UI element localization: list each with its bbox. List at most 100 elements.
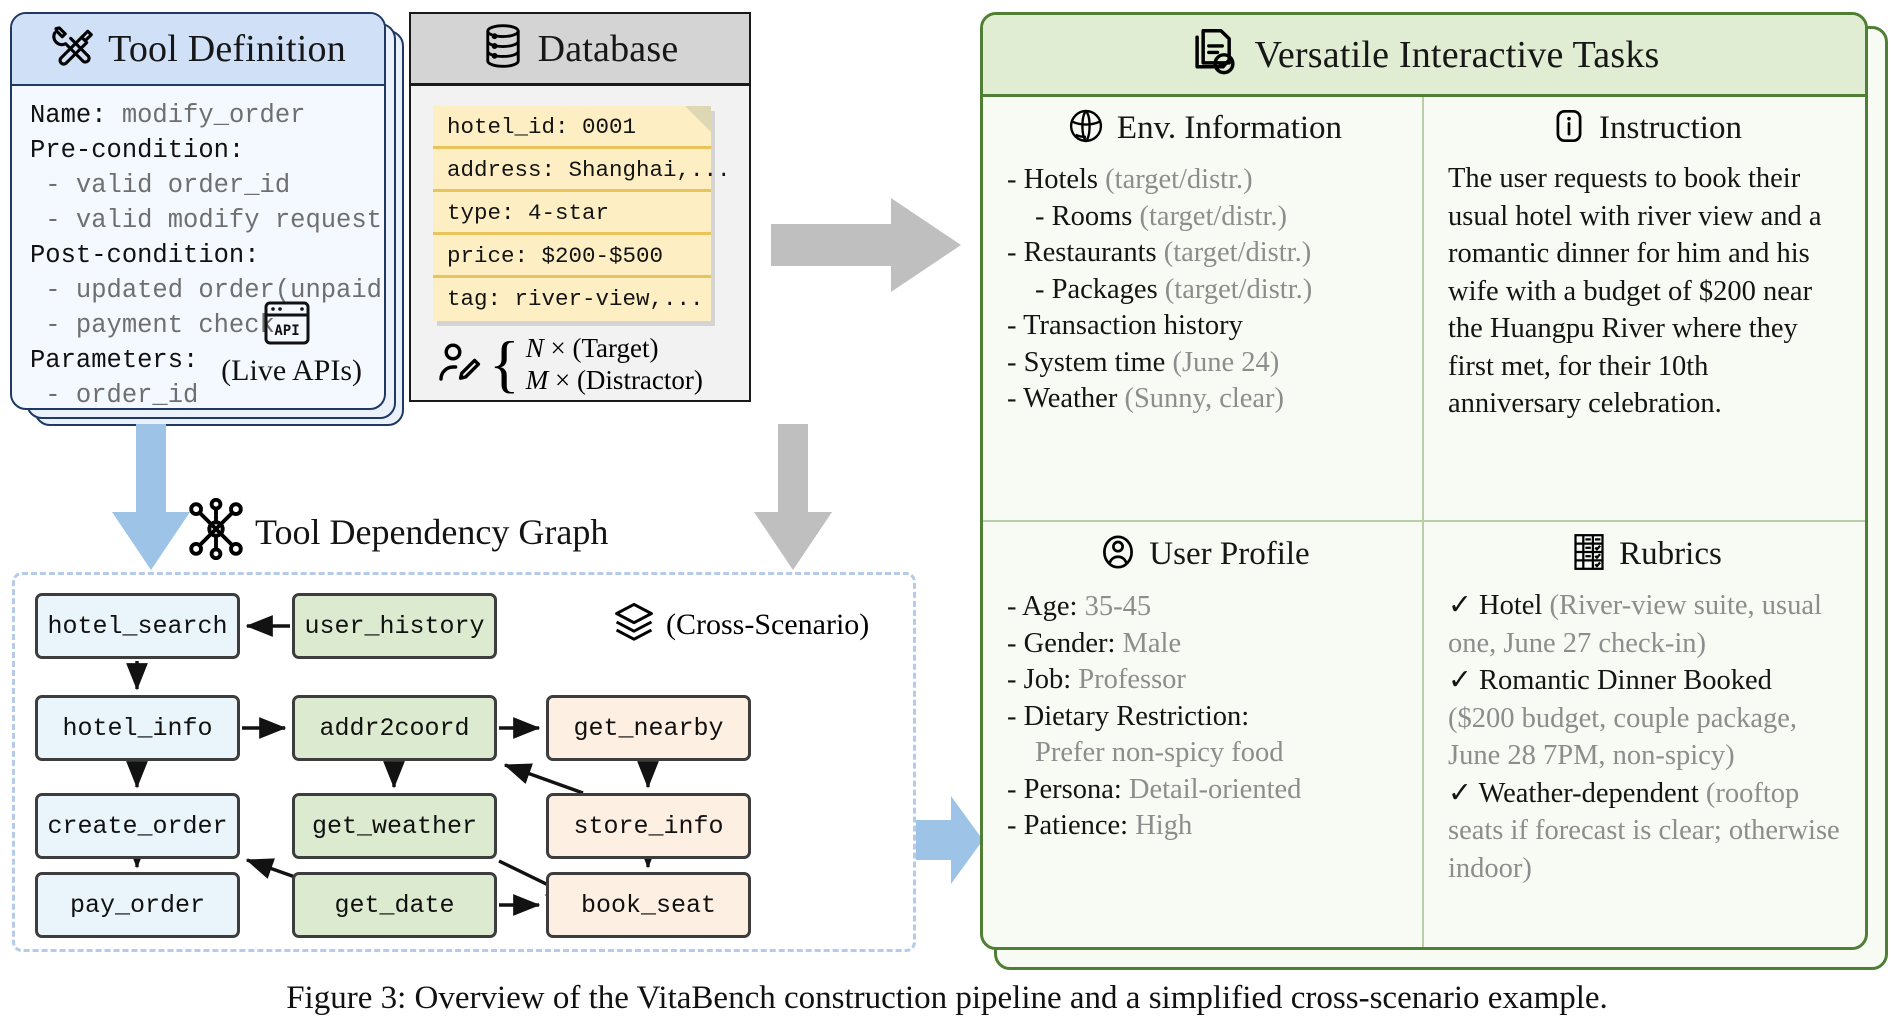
instruction-quadrant: Instruction The user requests to book th…: [1424, 97, 1865, 522]
profile-item-dietary-value: Prefer non-spicy food: [1035, 737, 1284, 768]
graph-node-book-seat[interactable]: book_seat: [546, 872, 751, 938]
node-label: get_nearby: [573, 713, 724, 743]
graph-node-get-nearby[interactable]: get_nearby: [546, 695, 751, 761]
tasks-title: Versatile Interactive Tasks: [1254, 33, 1660, 76]
tool-definition-title: Tool Definition: [108, 28, 346, 70]
db-distractor-line: M × (Distractor): [525, 365, 703, 395]
node-label: hotel_search: [47, 611, 228, 641]
node-label: create_order: [47, 811, 228, 841]
user-profile-title: User Profile: [1149, 536, 1310, 572]
graph-node-get-weather[interactable]: get_weather: [292, 793, 497, 859]
db-row-price: price: $200-$500: [433, 235, 711, 278]
globe-icon: [1067, 107, 1105, 150]
profile-item-age: - Age: 35-45: [1007, 591, 1152, 622]
database-card: Database hotel_id: 0001 address: Shangha…: [409, 12, 751, 402]
note-fold-corner: [685, 106, 711, 132]
instruction-header: Instruction: [1448, 107, 1845, 150]
profile-item-patience: - Patience: High: [1007, 810, 1193, 841]
versatile-interactive-tasks-card: Versatile Interactive Tasks Env. Informa…: [980, 12, 1868, 950]
profile-item-dietary-restriction: - Dietary Restriction:: [1007, 700, 1250, 732]
info-icon: [1551, 107, 1587, 150]
database-record-note: hotel_id: 0001 address: Shanghai,... typ…: [433, 106, 731, 321]
node-label: store_info: [573, 811, 724, 841]
env-item-packages: - Packages (target/distr.): [1035, 273, 1313, 305]
database-multiplicity: { N × (Target) M × (Distractor): [435, 332, 703, 396]
env-item-system-time: - System time (June 24): [1007, 346, 1280, 378]
graph-icon: [185, 497, 247, 565]
rubric-item-dinner: ✓ Romantic Dinner Booked ($200 budget, c…: [1448, 665, 1797, 771]
db-row-type: type: 4-star: [433, 192, 711, 235]
env-information-title: Env. Information: [1116, 110, 1343, 146]
graph-node-addr2coord[interactable]: addr2coord: [292, 695, 497, 761]
node-label: addr2coord: [319, 713, 470, 743]
tool-def-line-valid-order-id: - valid order_id: [30, 171, 291, 200]
env-item-restaurants: - Restaurants (target/distr.): [1007, 237, 1312, 268]
tool-def-line-order-id: - order_id: [30, 381, 199, 410]
cross-scenario-label: (Cross-Scenario): [666, 607, 870, 641]
arrow-database-to-graph: [750, 424, 836, 579]
node-label: user_history: [304, 611, 485, 641]
checklist-icon: [1571, 532, 1607, 577]
tool-definition-header: Tool Definition: [12, 14, 384, 86]
graph-node-store-info[interactable]: store_info: [546, 793, 751, 859]
tools-icon: [50, 25, 94, 74]
tool-def-line-postcondition: Post-condition:: [30, 241, 260, 270]
rubric-item-weather: ✓ Weather-dependent (rooftop seats if fo…: [1448, 777, 1840, 884]
env-item-rooms: - Rooms (target/distr.): [1035, 200, 1287, 232]
user-profile-quadrant: User Profile - Age: 35-45 - Gender: Male…: [983, 522, 1424, 947]
tasks-icon: [1188, 26, 1240, 83]
cross-scenario-legend: (Cross-Scenario): [612, 600, 869, 649]
tool-dependency-graph-title-row: Tool Dependency Graph: [185, 497, 609, 565]
node-label: hotel_info: [62, 713, 213, 743]
node-label: get_weather: [311, 811, 478, 841]
profile-item-gender: - Gender: Male: [1007, 627, 1182, 659]
graph-node-hotel-info[interactable]: hotel_info: [35, 695, 240, 761]
instruction-title: Instruction: [1599, 110, 1742, 146]
arrow-tooldef-to-graph: [108, 424, 194, 579]
tool-def-line-payment-check: - payment check: [30, 311, 275, 340]
tasks-header: Versatile Interactive Tasks: [983, 15, 1865, 97]
instruction-text: The user requests to book their usual ho…: [1448, 163, 1822, 419]
node-label: get_date: [334, 890, 455, 920]
tasks-grid: Env. Information - Hotels (target/distr.…: [983, 97, 1865, 947]
live-apis-label: (Live APIs): [221, 354, 362, 387]
database-icon: [482, 24, 524, 73]
graph-node-create-order[interactable]: create_order: [35, 793, 240, 859]
graph-node-user-history[interactable]: user_history: [292, 593, 497, 659]
tool-def-line-valid-modify-request: - valid modify request: [30, 206, 382, 235]
person-icon: [1099, 532, 1137, 577]
graph-node-pay-order[interactable]: pay_order: [35, 872, 240, 938]
rubric-item-hotel: ✓ Hotel (River-view suite, usual one, Ju…: [1448, 590, 1822, 659]
db-row-tag: tag: river-view,...: [447, 286, 704, 312]
tool-dependency-graph-box: hotel_search user_history hotel_info add…: [12, 572, 916, 952]
user-edit-icon: [435, 338, 483, 391]
profile-item-persona: - Persona: Detail-oriented: [1007, 773, 1302, 805]
graph-edges: [126, 615, 659, 916]
svg-text:API: API: [274, 323, 299, 339]
env-item-hotels: - Hotels (target/distr.): [1007, 164, 1253, 195]
graph-node-get-date[interactable]: get_date: [292, 872, 497, 938]
rubrics-title: Rubrics: [1619, 536, 1722, 572]
db-target-line: N × (Target): [525, 333, 659, 363]
layers-icon: [612, 600, 656, 649]
tool-definition-body: Name: modify_order Pre-condition: - vali…: [12, 86, 386, 410]
db-row-hotel-id: hotel_id: 0001: [433, 106, 711, 149]
api-icon: API: [264, 301, 310, 350]
rubrics-quadrant: Rubrics ✓ Hotel (River-view suite, usual…: [1424, 522, 1865, 947]
rubrics-header: Rubrics: [1448, 532, 1845, 577]
tool-definition-card: Tool Definition Name: modify_order Pre-c…: [10, 12, 386, 410]
tool-def-line-name: Name: modify_order: [30, 101, 306, 130]
user-profile-header: User Profile: [1007, 532, 1402, 577]
tool-def-line-updated-order: - updated order(unpaid): [30, 276, 386, 305]
tool-def-line-precondition: Pre-condition:: [30, 136, 245, 165]
database-title: Database: [537, 27, 679, 70]
tool-dependency-graph-title: Tool Dependency Graph: [255, 511, 609, 552]
node-label: book_seat: [580, 890, 717, 920]
env-item-transaction-history: - Transaction history: [1007, 310, 1243, 341]
env-item-weather: - Weather (Sunny, clear): [1007, 383, 1285, 414]
env-information-header: Env. Information: [1007, 107, 1402, 150]
arrow-graph-to-tasks: [905, 790, 985, 895]
profile-item-job: - Job: Professor: [1007, 664, 1186, 695]
figure-caption: Figure 3: Overview of the VitaBench cons…: [286, 980, 1608, 1016]
graph-node-hotel-search[interactable]: hotel_search: [35, 593, 240, 659]
